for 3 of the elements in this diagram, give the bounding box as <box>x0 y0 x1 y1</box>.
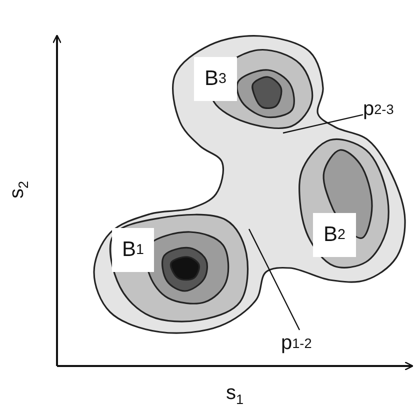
leader-line <box>248 228 300 330</box>
leader-line <box>282 114 364 134</box>
axis-label: s$_{1}$ <box>226 383 244 406</box>
